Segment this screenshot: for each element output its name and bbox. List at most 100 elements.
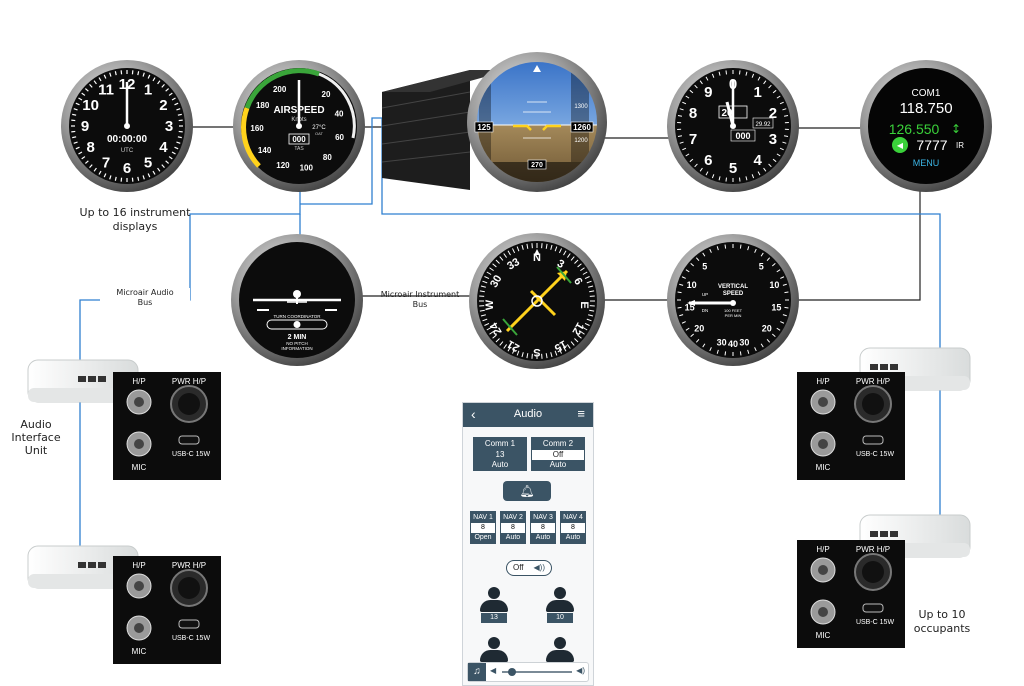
instrument-bus-line-2: Bus — [374, 300, 466, 310]
aiu-line-3: Unit — [6, 444, 66, 457]
occupant-4[interactable] — [543, 637, 577, 662]
alert-bell-button[interactable]: 🔔︎ — [503, 481, 551, 501]
tick-mark — [678, 292, 682, 293]
vsi-scale-label: 30 — [717, 338, 727, 348]
radio-active-frequency: 118.750 — [899, 100, 952, 117]
vsi-scale-label: 20 — [694, 323, 704, 333]
clock-number-label: 5 — [144, 154, 152, 171]
aiu-connector — [880, 364, 888, 370]
altimeter-number-label: 7 — [689, 131, 697, 148]
comm-2-mode: Auto — [532, 460, 584, 470]
aiu-connector — [88, 376, 96, 382]
radio-squawk: 7777 — [916, 137, 947, 153]
altimeter-number-label: 9 — [704, 84, 712, 101]
music-volume-handle[interactable] — [508, 668, 516, 676]
occupant-1[interactable]: 13 — [477, 587, 511, 623]
tick-mark — [784, 292, 788, 293]
instrument-count-line-1: Up to 16 instrument — [60, 206, 210, 220]
comm-2-control[interactable]: Comm 2 Off Auto — [531, 437, 585, 471]
vsi-up: UP — [702, 292, 708, 297]
aiu-line-1: Audio — [6, 418, 66, 431]
clock-time: 00:00:00 — [107, 134, 147, 145]
nav-4-control[interactable]: NAV 4 8 Auto — [560, 511, 586, 544]
altimeter-number-label: 3 — [769, 131, 777, 148]
hsi-heading-label: E — [578, 301, 590, 308]
turn-title: TURN COORDINATOR — [273, 314, 321, 319]
tick-mark — [72, 114, 76, 115]
usb-c-port-icon[interactable] — [179, 436, 199, 444]
tick-mark — [725, 245, 726, 249]
clock-number-label: 4 — [159, 139, 168, 156]
audio-bus-label: Microair Audio Bus — [100, 288, 190, 308]
aiu-connector — [98, 562, 106, 568]
occupant-1-body-icon — [480, 600, 508, 612]
vsi-scale-label: 30 — [739, 338, 749, 348]
airspeed-tas-label: TAS — [294, 146, 304, 152]
panel-usb-label: USB-C 15W — [172, 451, 211, 458]
vsi-scale-label: 40 — [728, 339, 738, 349]
nav-4-value: 8 — [561, 523, 585, 533]
volume-high-icon: ◀) — [576, 666, 585, 675]
airspeed-tick-label: 180 — [256, 101, 270, 110]
speaker-icon: ◀ — [897, 141, 904, 150]
radio-name: COM1 — [912, 88, 941, 99]
menu-icon[interactable]: ≡ — [577, 406, 585, 421]
panel-hp-label: H/P — [132, 377, 145, 386]
occupant-1-volume: 13 — [481, 613, 507, 623]
nav-1-control[interactable]: NAV 1 8 Open — [470, 511, 496, 544]
clock-number-label: 3 — [165, 118, 173, 135]
occupant-3[interactable] — [477, 637, 511, 662]
tick-mark — [178, 137, 182, 138]
clock-number-label: 9 — [81, 118, 89, 135]
intercom-state: Off — [513, 563, 524, 572]
tick-mark — [678, 307, 682, 308]
nav-3-mode: Auto — [531, 533, 555, 543]
aiu-connector — [870, 364, 878, 370]
airspeed-oat: OAT — [315, 131, 323, 136]
turn-rate: 2 MIN — [288, 334, 307, 341]
nav-2-value: 8 — [501, 523, 525, 533]
tick-mark — [138, 177, 139, 181]
tick-mark — [740, 245, 741, 249]
tick-mark — [740, 351, 741, 355]
usb-c-port-icon[interactable] — [863, 436, 883, 444]
pwr-jack-hole — [862, 561, 884, 583]
vsi-title-1: VERTICAL — [718, 284, 748, 290]
occupant-2-body-icon — [546, 600, 574, 612]
tick-mark — [726, 70, 727, 74]
panel-hp-label: H/P — [132, 561, 145, 570]
nav-2-control[interactable]: NAV 2 8 Auto — [500, 511, 526, 544]
clock-number-label: 7 — [102, 154, 110, 171]
clock-number-label: 10 — [82, 97, 99, 114]
aiu-connector — [98, 376, 106, 382]
usb-c-port-icon[interactable] — [179, 620, 199, 628]
panel-plate — [113, 372, 221, 480]
aiu-connector — [78, 562, 86, 568]
radio-menu: MENU — [913, 158, 940, 168]
audio-bus-line-2: Bus — [100, 298, 190, 308]
music-note-icon[interactable]: ♫ — [468, 663, 486, 681]
tick-mark — [784, 307, 788, 308]
efis-alt-low: 1200 — [574, 138, 588, 144]
panel-plate — [797, 372, 905, 480]
occupant-2[interactable]: 10 — [543, 587, 577, 623]
occupant-3-body-icon — [480, 650, 508, 662]
occupant-4-body-icon — [546, 650, 574, 662]
com-radio-display: COM1 118.750 126.550 ↕ ◀ 7777 IR MENU — [860, 60, 992, 192]
intercom-toggle[interactable]: Off ◀)) — [506, 560, 552, 576]
efis-display: 125 1300 1260 1200 270 — [382, 52, 607, 192]
vsi-scale-label: 15 — [771, 303, 781, 313]
nav-3-label: NAV 3 — [531, 512, 555, 523]
occupant-3-head-icon — [488, 637, 500, 649]
tick-mark — [740, 178, 741, 182]
comm-1-control[interactable]: Comm 1 13 Auto — [473, 437, 527, 471]
nav-3-control[interactable]: NAV 3 8 Auto — [530, 511, 556, 544]
altimeter-number-label: 5 — [729, 160, 737, 177]
panel-plate — [113, 556, 221, 664]
panel-mic-label: MIC — [816, 631, 831, 640]
panel-usb-label: USB-C 15W — [856, 451, 895, 458]
pwr-jack-hole — [178, 577, 200, 599]
usb-c-port-icon[interactable] — [863, 604, 883, 612]
bell-icon: 🔔︎ — [519, 484, 534, 498]
